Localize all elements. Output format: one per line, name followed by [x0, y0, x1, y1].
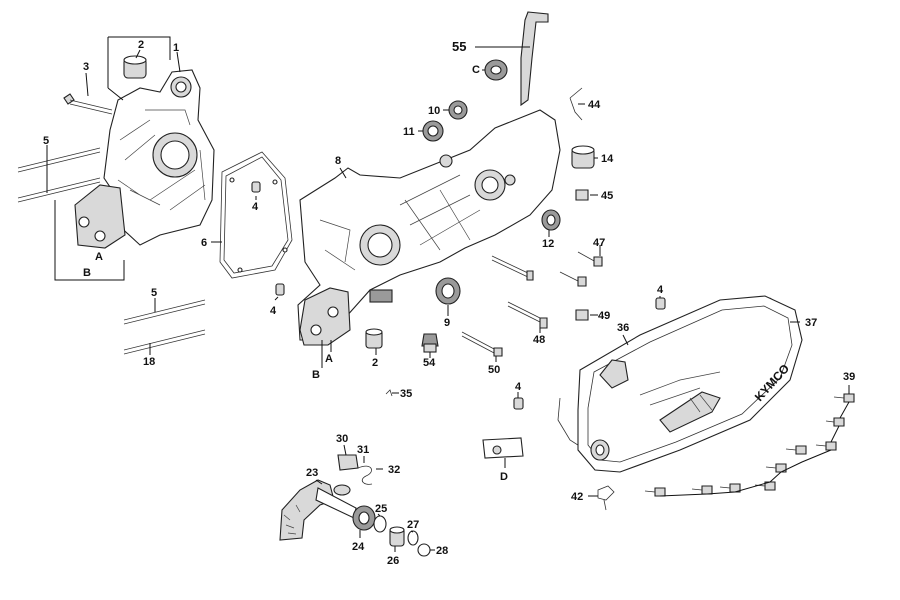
callout-10: 10 [428, 105, 440, 117]
oil-seal [541, 209, 561, 231]
callout-50: 50 [488, 364, 500, 376]
callout-55: 55 [452, 39, 466, 54]
dowel-bushing [123, 55, 147, 79]
flange-bolt [63, 93, 113, 115]
clip-bracket [569, 87, 583, 121]
crankcase-gasket [219, 151, 293, 279]
oil-seal-small [448, 100, 468, 120]
callout-4: 4 [270, 305, 277, 317]
crankcase-bolt [461, 331, 503, 357]
callout-4: 4 [252, 201, 259, 213]
callout-18: 18 [143, 356, 155, 368]
callout-49: 49 [598, 310, 610, 322]
dowel-pin [655, 297, 666, 310]
spring [357, 465, 373, 485]
callout-B: B [312, 369, 320, 381]
bushing-large [571, 145, 595, 169]
callout-2: 2 [138, 39, 144, 51]
kick-starter-spindle [279, 454, 359, 541]
oil-seal [484, 59, 508, 81]
inspection-plate [482, 437, 524, 459]
callout-25: 25 [375, 503, 387, 515]
callout-D: D [500, 471, 508, 483]
callout-4: 4 [515, 381, 522, 393]
kick-shaft-washer [352, 505, 387, 533]
callout-37: 37 [805, 317, 817, 329]
stud-bolt-lower [123, 299, 206, 325]
drain-plug [421, 333, 439, 353]
dowel-pin [251, 181, 261, 193]
callout-9: 9 [444, 317, 450, 329]
oil-seal [435, 277, 461, 305]
bearing [422, 120, 444, 142]
kick-shaft-bushing [389, 526, 419, 547]
callout-2: 2 [372, 357, 378, 369]
callout-1: 1 [173, 42, 179, 54]
callout-24: 24 [352, 541, 365, 553]
callout-31: 31 [357, 444, 369, 456]
callout-11: 11 [403, 126, 415, 138]
hose-clip [597, 485, 615, 511]
dowel-pin [513, 397, 524, 410]
callout-32: 32 [388, 464, 400, 476]
callout-8: 8 [335, 155, 341, 167]
callout-54: 54 [423, 357, 436, 369]
left-crankcase-half [74, 69, 215, 249]
callout-27: 27 [407, 519, 419, 531]
callout-45: 45 [601, 190, 613, 202]
bolt-47 [559, 251, 603, 287]
callout-A: A [325, 353, 333, 365]
callout-30: 30 [336, 433, 348, 445]
callout-5: 5 [151, 287, 157, 299]
callout-3: 3 [83, 61, 89, 73]
callout-39: 39 [843, 371, 855, 383]
stud-bolt-long [123, 329, 206, 355]
callout-42: 42 [571, 491, 583, 503]
callout-12: 12 [542, 238, 554, 250]
small-pin [385, 389, 393, 397]
kick-starter-lever [520, 11, 549, 107]
callout-B: B [83, 267, 91, 279]
bolt-45 [575, 189, 589, 201]
circlip [417, 543, 431, 557]
callout-C: C [472, 64, 480, 76]
callout-26: 26 [387, 555, 399, 567]
right-crankcase-half [297, 109, 561, 346]
callout-44: 44 [588, 99, 601, 111]
callout-5: 5 [43, 135, 49, 147]
callout-23: 23 [306, 467, 318, 479]
callout-36: 36 [617, 322, 629, 334]
dowel-pin [275, 283, 285, 296]
callout-28: 28 [436, 545, 448, 557]
cvt-cover [577, 295, 803, 473]
callout-A: A [95, 251, 103, 263]
crankcase-bolt [491, 255, 548, 329]
callout-47: 47 [593, 237, 605, 249]
bolt-49 [575, 309, 589, 321]
callout-48: 48 [533, 334, 545, 346]
dowel-bushing [365, 328, 383, 349]
callout-6: 6 [201, 237, 207, 249]
cover-bolts [644, 393, 855, 497]
callout-4: 4 [657, 284, 664, 296]
stud-bolt-upper [17, 147, 101, 203]
callout-14: 14 [601, 153, 614, 165]
callout-35: 35 [400, 388, 412, 400]
